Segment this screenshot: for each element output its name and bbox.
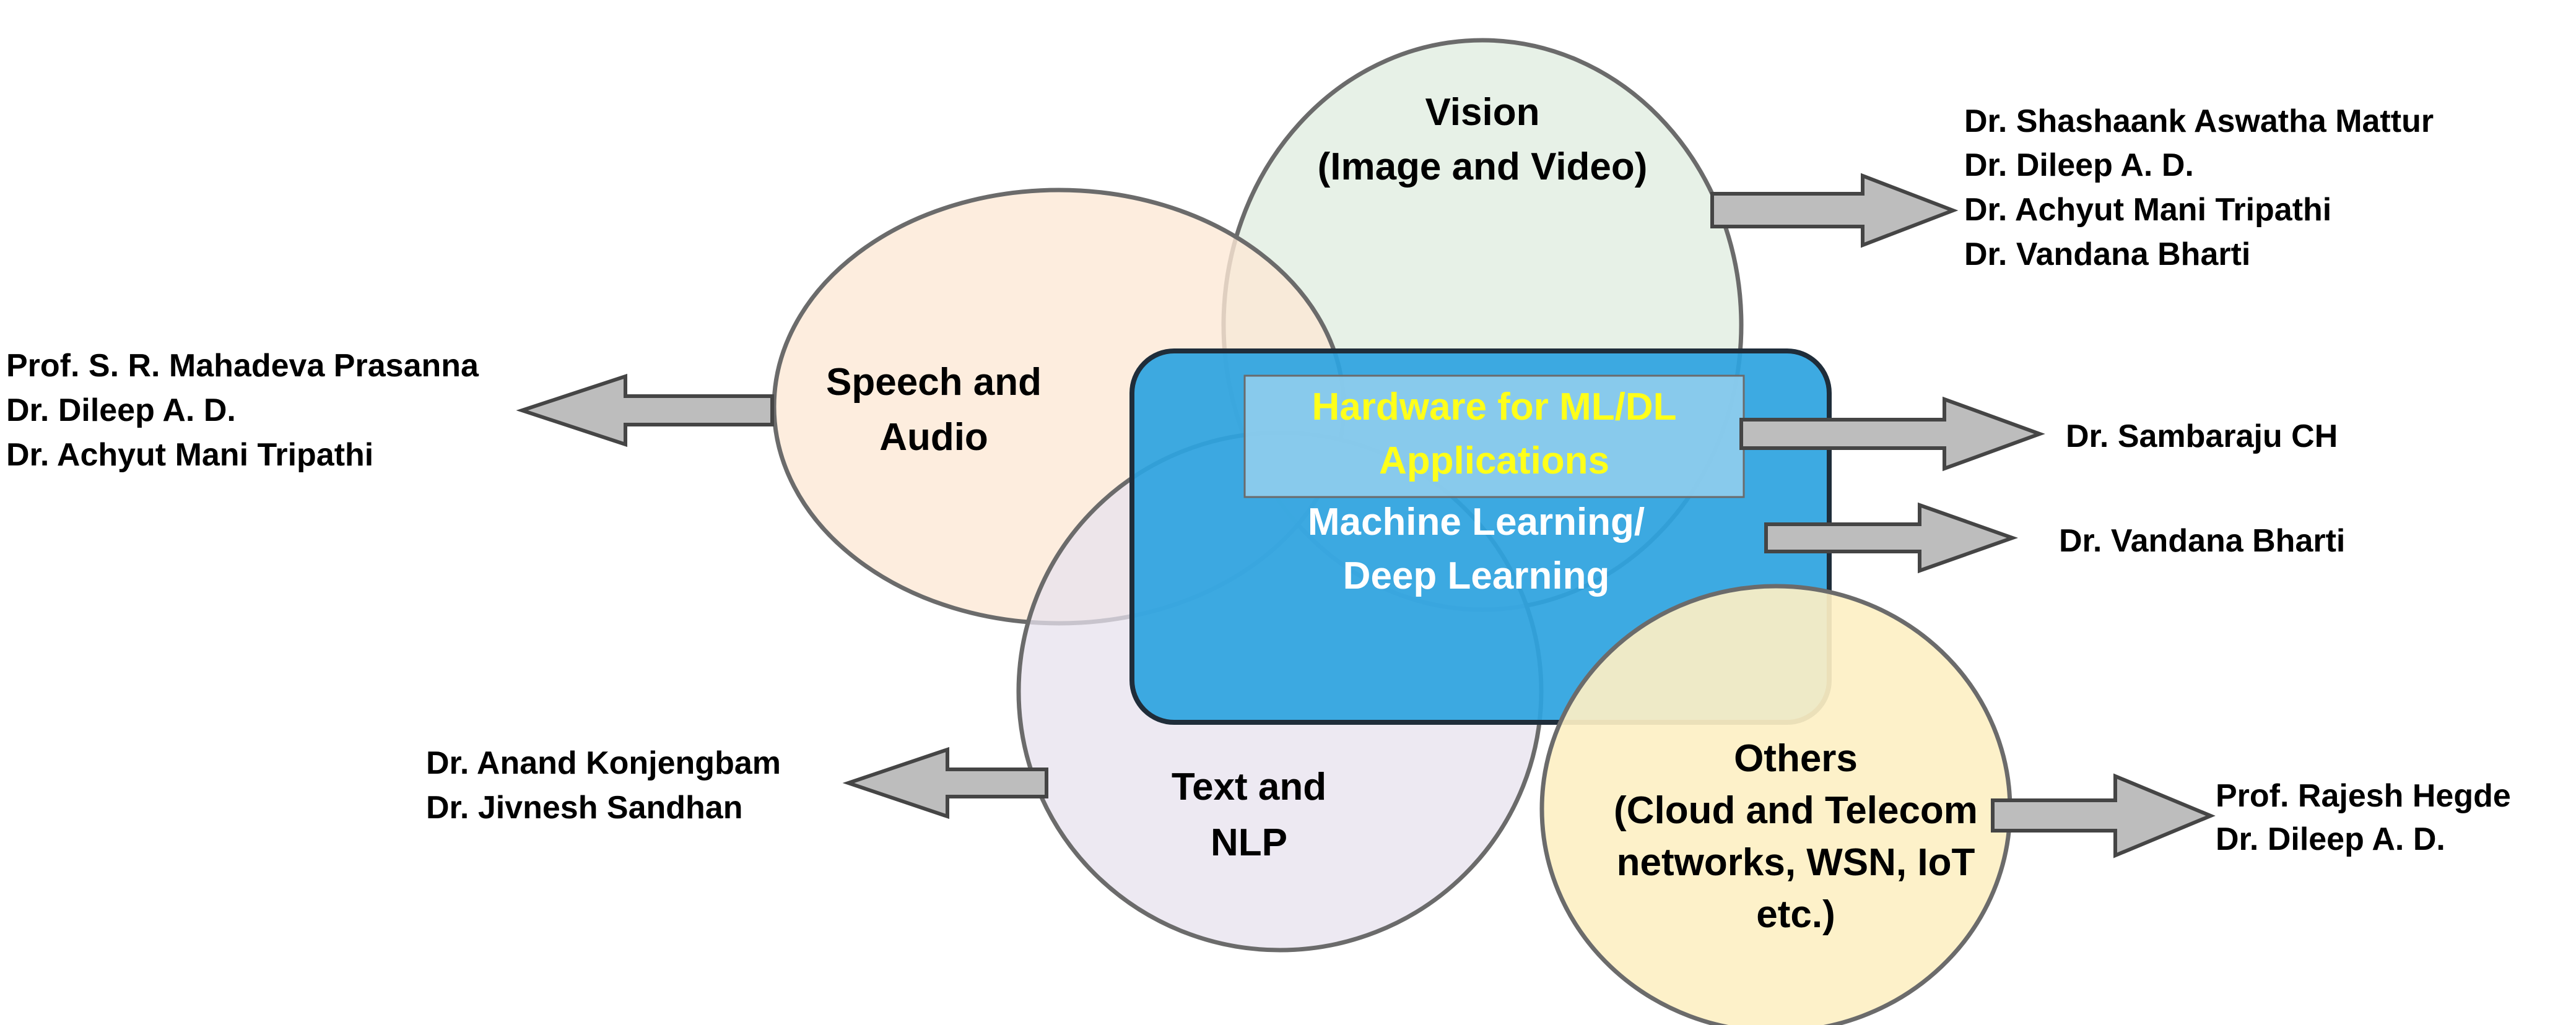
hardware-arrow [1739,396,2045,472]
hardware-label-line2: Applications [1379,439,1609,482]
vision-person: Dr. Vandana Bharti [1964,236,2250,272]
text-person: Dr. Anand Konjengbam [426,745,781,781]
ml-label-line2: Deep Learning [1343,555,1610,597]
speech-person: Prof. S. R. Mahadeva Prasanna [6,348,479,384]
vision-arrow [1710,173,1959,248]
text-person: Dr. Jivnesh Sandhan [426,790,743,826]
text-label-line2: NLP [1211,821,1287,864]
ml-person: Dr. Vandana Bharti [2059,523,2345,559]
text-arrow [842,746,1048,820]
hardware-person: Dr. Sambaraju CH [2066,418,2338,454]
others-label-line4: etc.) [1756,893,1835,936]
others-label-line3: networks, WSN, IoT [1617,841,1975,884]
vision-label-line1: Vision [1425,91,1540,134]
hardware-box [1243,374,1745,498]
others-label-line1: Others [1734,737,1858,780]
vision-person: Dr. Achyut Mani Tripathi [1964,192,2331,228]
speech-label-line2: Audio [879,416,988,459]
vision-person: Dr. Dileep A. D. [1964,147,2194,183]
speech-arrow [516,373,774,448]
others-arrow [1991,773,2216,858]
others-person: Prof. Rajesh Hegde [2216,778,2511,814]
vision-person: Dr. Shashaank Aswatha Mattur [1964,103,2434,139]
speech-label-line1: Speech and [826,361,1042,404]
speech-person: Dr. Dileep A. D. [6,392,236,428]
text-label-line1: Text and [1172,766,1326,808]
others-label-line2: (Cloud and Telecom [1614,789,1978,832]
vision-label-line2: (Image and Video) [1318,145,1648,188]
ml-label-line1: Machine Learning/ [1308,501,1645,543]
speech-person: Dr. Achyut Mani Tripathi [6,437,373,473]
ml-arrow [1764,502,2019,574]
others-person: Dr. Dileep A. D. [2216,821,2445,857]
hardware-label-line1: Hardware for ML/DL [1312,386,1676,428]
